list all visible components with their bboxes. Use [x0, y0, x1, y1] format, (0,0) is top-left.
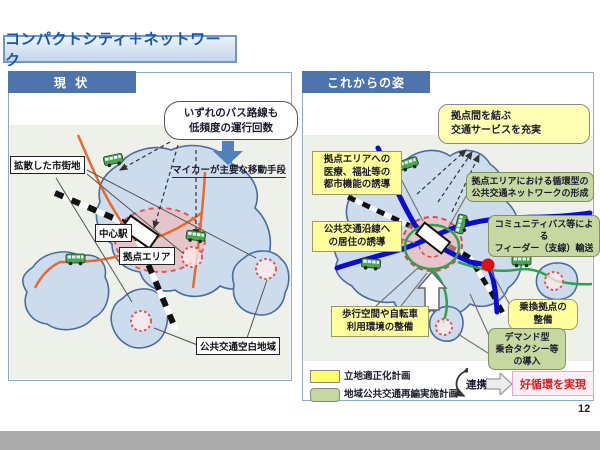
result-box: 好循環を実現	[512, 371, 594, 396]
transit-box-feeder: コミュニティバス等による フィーダー（支線）輸送	[488, 215, 600, 258]
hub-service-callout: 拠点間を結ぶ 交通サービスを充実	[438, 104, 590, 144]
label-leader-lines	[55, 169, 268, 347]
transit-box-circular-network: 拠点エリアにおける循環型の 公共交通ネットワークの形成	[466, 172, 594, 203]
link-arrow-icon	[453, 368, 468, 397]
dashed-arrows	[118, 141, 200, 238]
label-center-station: 中心駅	[95, 224, 132, 242]
transit-box-demand-taxi: デマンド型 乗合タクシー等 の導入	[488, 328, 566, 371]
blank-area-circles	[130, 246, 277, 332]
plan-box-transfer-hub: 乗換拠点の 整備	[508, 299, 578, 331]
blank-area-circle	[130, 310, 152, 332]
label-transit-blank-area: 公共交通空白地域	[196, 337, 281, 355]
legend-transit-plan-label: 地域公共交通再編実施計画	[344, 389, 459, 400]
down-arrow-icon	[213, 141, 243, 165]
panel-current-header: 現 状	[8, 71, 136, 93]
label-base-area: 拠点エリア	[119, 247, 175, 265]
blank-area-circle	[544, 271, 564, 291]
blank-area-circle	[435, 318, 453, 336]
plan-box-walk-bicycle: 歩行空間や自転車 利用環境の整備	[331, 306, 429, 338]
station-icon	[414, 221, 452, 255]
transfer-point-icon	[481, 258, 495, 272]
page-number: 12	[578, 403, 591, 415]
plan-box-urban-functions: 拠点エリアへの 医療、福祉等の 都市機能の誘導	[312, 151, 402, 195]
plan-box-residence-guidance: 公共交通沿線へ の居住の誘導	[312, 221, 402, 253]
blank-area-circle	[181, 246, 203, 268]
label-leader-lines	[375, 178, 522, 356]
left-map	[9, 125, 291, 379]
link-label: 連携	[466, 379, 487, 391]
blank-area-circle	[255, 258, 277, 280]
station-icon	[120, 214, 160, 250]
car-note: マイカーが主要な移動手段	[172, 162, 287, 178]
bus-frequency-callout: いずれのバス路線も 低頻度の運行回数	[164, 101, 298, 141]
legend-yellow-swatch	[310, 370, 340, 383]
blank-area-circles	[435, 271, 564, 336]
page-title: コンパクトシティ＋ネットワーク	[3, 31, 237, 69]
dashed-arrows	[416, 149, 480, 213]
legend-green-swatch	[310, 388, 340, 402]
right-arrow-icon	[486, 373, 512, 395]
up-arrow-icon	[416, 270, 448, 311]
panel-future-header: これからの姿	[302, 71, 430, 93]
label-sprawl: 拡散した市街地	[10, 156, 85, 174]
bottom-bar	[0, 431, 600, 450]
legend-location-plan-label: 立地適正化計画	[344, 371, 411, 382]
